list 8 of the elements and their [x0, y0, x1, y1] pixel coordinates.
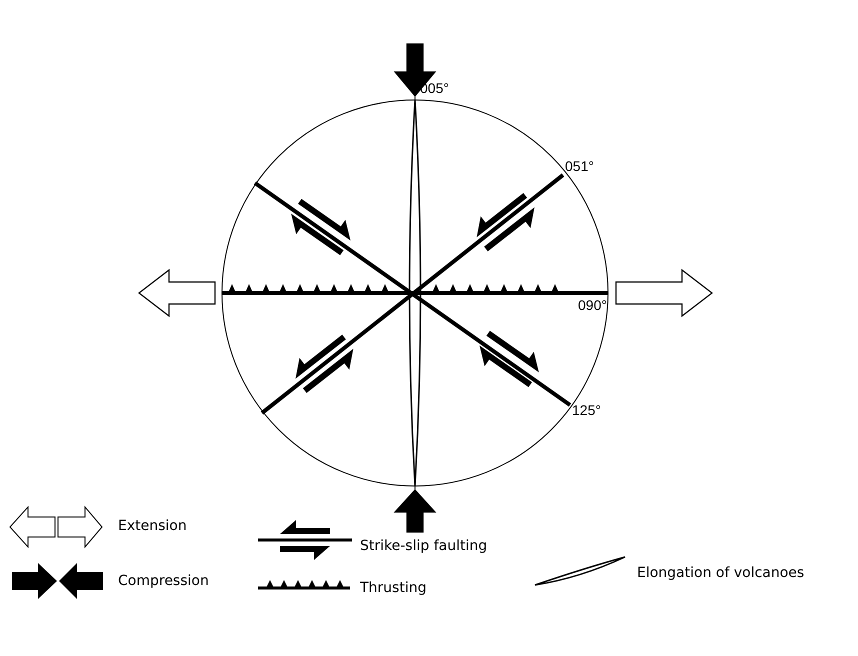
legend-label: Extension	[118, 518, 187, 534]
bearing-label: 125°	[572, 402, 601, 418]
legend-label: Strike-slip faulting	[360, 538, 488, 554]
legend-label: Thrusting	[360, 580, 426, 596]
bearing-label: 051°	[565, 158, 594, 174]
legend-label: Compression	[118, 573, 209, 589]
bearing-label: 090°	[578, 297, 607, 313]
legend-label: Elongation of volcanoes	[637, 565, 804, 581]
